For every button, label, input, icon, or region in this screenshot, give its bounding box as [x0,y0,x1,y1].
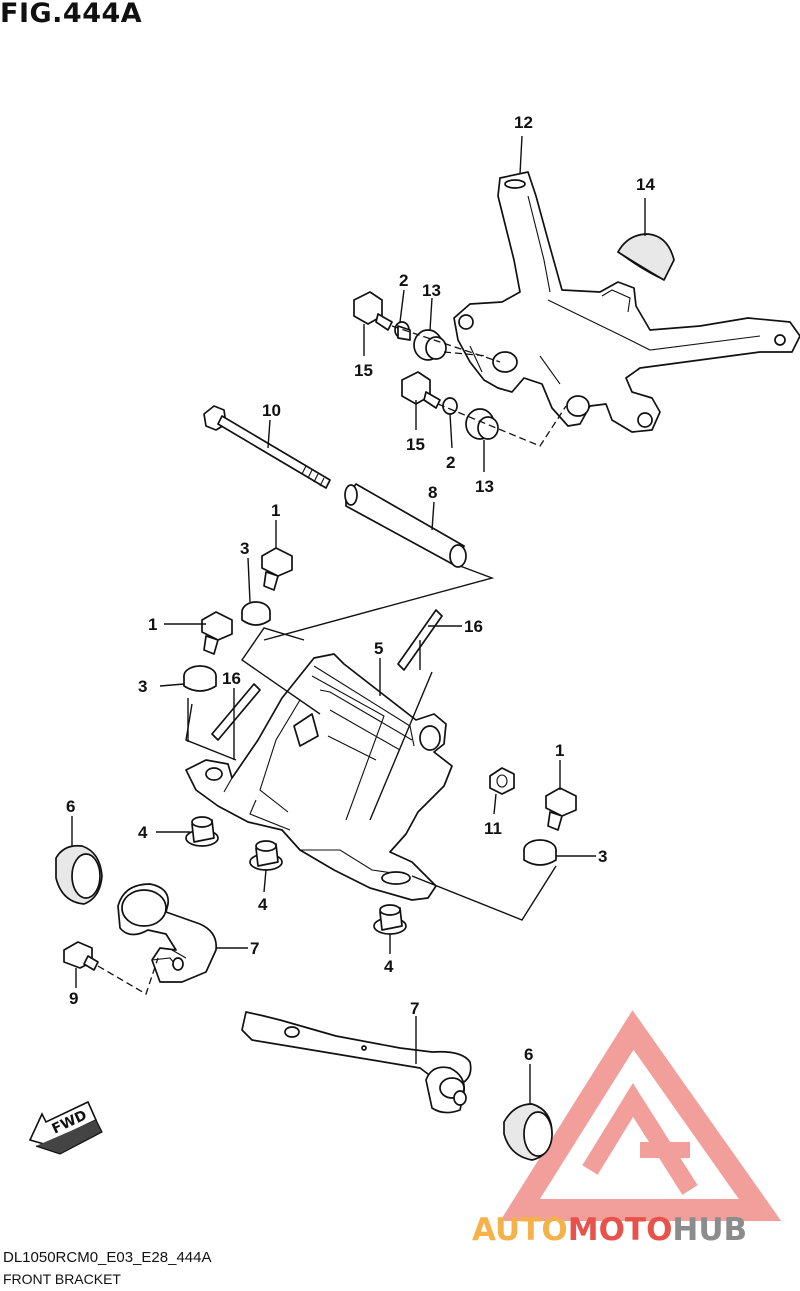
callout-14: 14 [636,175,655,194]
callout-16-right: 16 [464,617,483,636]
callout-13-upper: 13 [422,281,441,300]
callout-12: 12 [514,113,533,132]
diagram-caption: FRONT BRACKET [3,1271,121,1287]
callout-1-mid: 1 [148,615,157,634]
grommet-part-13-lower [465,408,499,440]
callout-4-right: 4 [384,957,394,976]
callout-4-left: 4 [138,823,148,842]
grommet-part-3-mid [183,665,217,692]
svg-text:AUTOMOTOHUB: AUTOMOTOHUB [472,1212,747,1248]
watermark-text: AUTOMOTOHUB [472,1212,747,1248]
callout-4-middle: 4 [258,895,268,914]
callout-6-right: 6 [524,1045,533,1064]
callout-7-upper: 7 [250,939,259,958]
bolt-part-1-mid [201,611,233,655]
watermark-part-1: AUTO [472,1212,568,1248]
rubber-part-6-left [55,844,103,905]
callout-5: 5 [374,639,383,658]
callout-1-top: 1 [271,501,280,520]
washer-part-2-upper [394,321,411,341]
callout-15-upper: 15 [354,361,373,380]
callout-10: 10 [262,401,281,420]
callout-8: 8 [428,483,437,502]
upper-bracket-part-12 [453,171,800,433]
grommet-part-3-right [523,839,557,866]
collar-part-4-middle [249,840,283,871]
callout-11: 11 [484,819,502,838]
watermark-part-3: HUB [672,1212,747,1248]
callout-2-lower: 2 [446,453,455,472]
bolt-part-1-right [545,787,577,831]
callout-15-lower: 15 [406,435,425,454]
callout-1-right: 1 [555,741,564,760]
long-bolt-part-10 [203,405,331,489]
bolt-part-15-lower [401,371,441,409]
collar-part-4-left [185,816,219,847]
rubber-part-6-right [503,1103,553,1161]
callout-7-lower: 7 [410,999,419,1018]
callout-13-lower: 13 [475,477,494,496]
diagram-code: DL1050RCM0_E03_E28_444A [3,1249,212,1266]
callout-3-top: 3 [240,539,249,558]
callout-3-right: 3 [598,847,607,866]
front-bracket-part-5 [185,653,453,901]
bolt-part-9 [63,941,99,971]
washer-part-2-lower [442,397,458,415]
callouts: 12 14 2 13 15 10 15 2 13 8 1 3 1 16 5 3 … [66,113,655,1064]
bolt-part-1-top [261,547,293,591]
fwd-arrow-icon: FWD [28,1100,103,1155]
callout-16-left: 16 [222,669,241,688]
collar-part-4-right [373,904,407,935]
stay-part-7-lower [241,1011,472,1114]
callout-9: 9 [69,989,78,1008]
callout-2-upper: 2 [399,271,408,290]
sleeve-part-8 [344,483,467,568]
watermark-part-2: MOTO [568,1212,673,1248]
leader-lines [71,135,646,1104]
watermark-logo-icon [500,1010,782,1221]
nut-part-11 [489,767,515,795]
grommet-part-3-top [241,601,271,626]
pin-part-16-left [211,683,261,741]
stay-part-7-upper [117,883,218,983]
figure-title: FIG.444A [0,0,143,29]
callout-3-mid: 3 [138,677,147,696]
callout-6-left: 6 [66,797,75,816]
bolt-part-15-upper [353,291,393,331]
cap-part-14 [617,233,675,281]
grommet-part-13-upper [413,329,447,361]
